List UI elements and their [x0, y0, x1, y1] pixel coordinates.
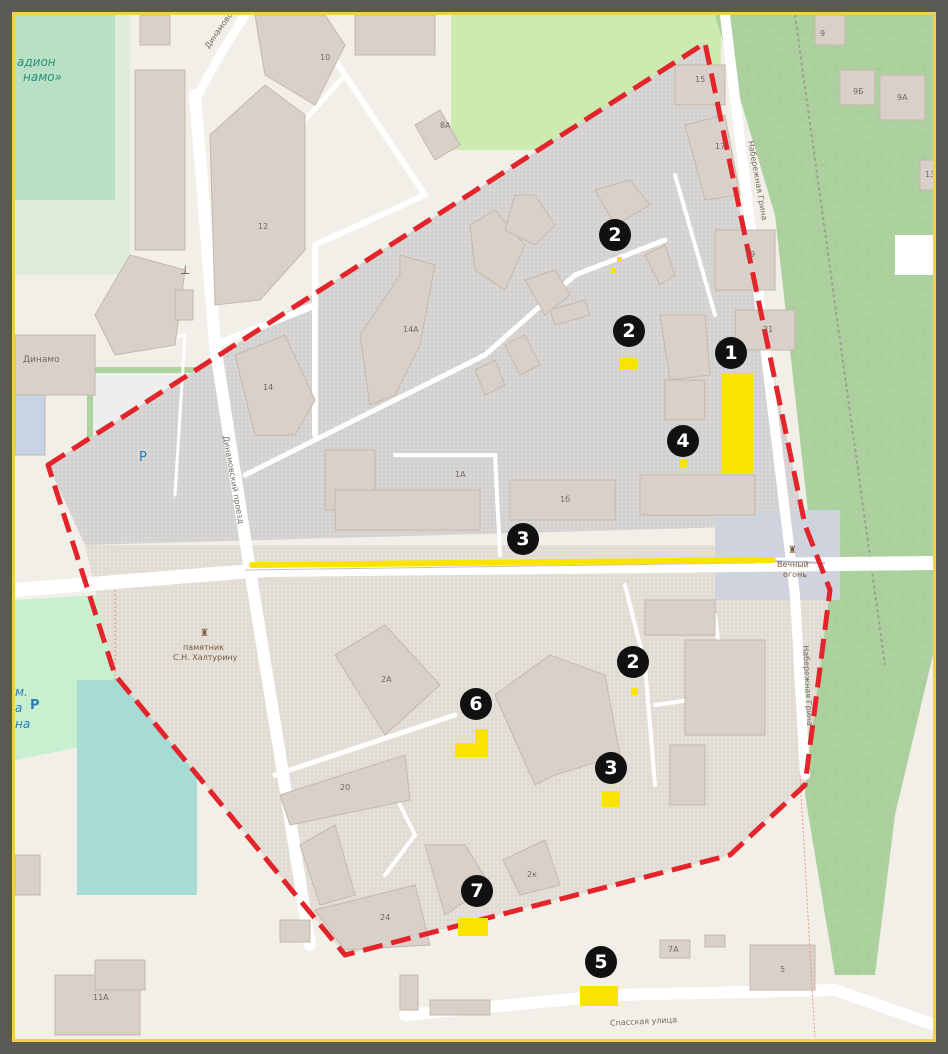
highlight-area-2c: [619, 358, 637, 370]
building-number: 14: [263, 383, 274, 392]
building-number: 1б: [560, 495, 571, 504]
marker-4[interactable]: 4: [667, 425, 699, 457]
building-number: 7А: [668, 945, 679, 954]
highlight-area-1: [721, 373, 753, 473]
building-number: 9Б: [853, 87, 864, 96]
highlight-area-2d: [631, 688, 638, 695]
marker-2-south[interactable]: 2: [617, 646, 649, 678]
highlight-area-2b: [617, 257, 622, 262]
building-number: 8А: [440, 121, 451, 130]
marker-7[interactable]: 7: [461, 875, 493, 907]
building-number: 9А: [897, 93, 908, 102]
building-number: 14А: [403, 325, 419, 334]
building-number: 2А: [381, 675, 392, 684]
building-number: 11А: [93, 993, 109, 1002]
highlight-area-2a: [611, 268, 616, 273]
label-eternal-flame-1: Вечный: [777, 560, 809, 569]
highlight-area-5: [580, 986, 618, 1006]
label-stadium-1: адион: [17, 55, 56, 69]
building-number: 2к: [527, 870, 537, 879]
map-canvas[interactable]: ♧ ♧: [12, 12, 936, 1042]
label-stadium-2: намо»: [23, 70, 62, 84]
building-number: 5: [780, 965, 786, 974]
marker-1[interactable]: 1: [715, 337, 747, 369]
building-number: 15: [695, 75, 706, 84]
building-number: 17: [715, 142, 726, 151]
stadium-surround: [15, 15, 130, 275]
label-left-na: на: [15, 717, 31, 731]
building-number: 10: [320, 53, 331, 62]
monument-icon: ♜: [200, 628, 209, 639]
building-number: 20: [340, 783, 351, 792]
building-number: 13: [925, 170, 936, 179]
highlight-area-6b: [475, 729, 488, 749]
label-dinamo: Динамо: [23, 355, 60, 365]
zone-boundary: [45, 40, 833, 958]
label-left-a: а: [15, 701, 23, 715]
building-number: 24: [380, 913, 391, 922]
highlight-area-3b: [602, 791, 620, 807]
parking-left-icon: P: [30, 698, 40, 713]
highlight-area-7: [458, 918, 488, 936]
building-number: 21: [763, 325, 774, 334]
forest-strip: [715, 15, 933, 975]
marker-6[interactable]: 6: [460, 688, 492, 720]
marker-3-south[interactable]: 3: [595, 752, 627, 784]
building-number: 12: [258, 222, 269, 231]
building-number: 9: [820, 29, 826, 38]
marker-5[interactable]: 5: [585, 946, 617, 978]
marker-3-line[interactable]: 3: [507, 523, 539, 555]
label-monument-1: памятник: [183, 643, 224, 652]
map-graphics: ♧ ♧: [15, 15, 933, 1039]
label-eternal-flame-2: огонь: [783, 570, 807, 579]
building-number: 19: [745, 250, 756, 259]
marker-2-top[interactable]: 2: [599, 219, 631, 251]
eternal-flame-icon: ♜: [788, 545, 797, 556]
label-left-m: м.: [15, 685, 28, 699]
marker-2-middle[interactable]: 2: [613, 315, 645, 347]
building-number: 1А: [455, 470, 466, 479]
label-monument-2: С.Н. Халтурину: [173, 653, 238, 662]
eternal-flame-plaza: [715, 510, 840, 600]
highlight-area-4: [680, 460, 687, 467]
parking-icon: P: [139, 450, 147, 465]
memorial-icon: ⊥: [180, 263, 191, 277]
